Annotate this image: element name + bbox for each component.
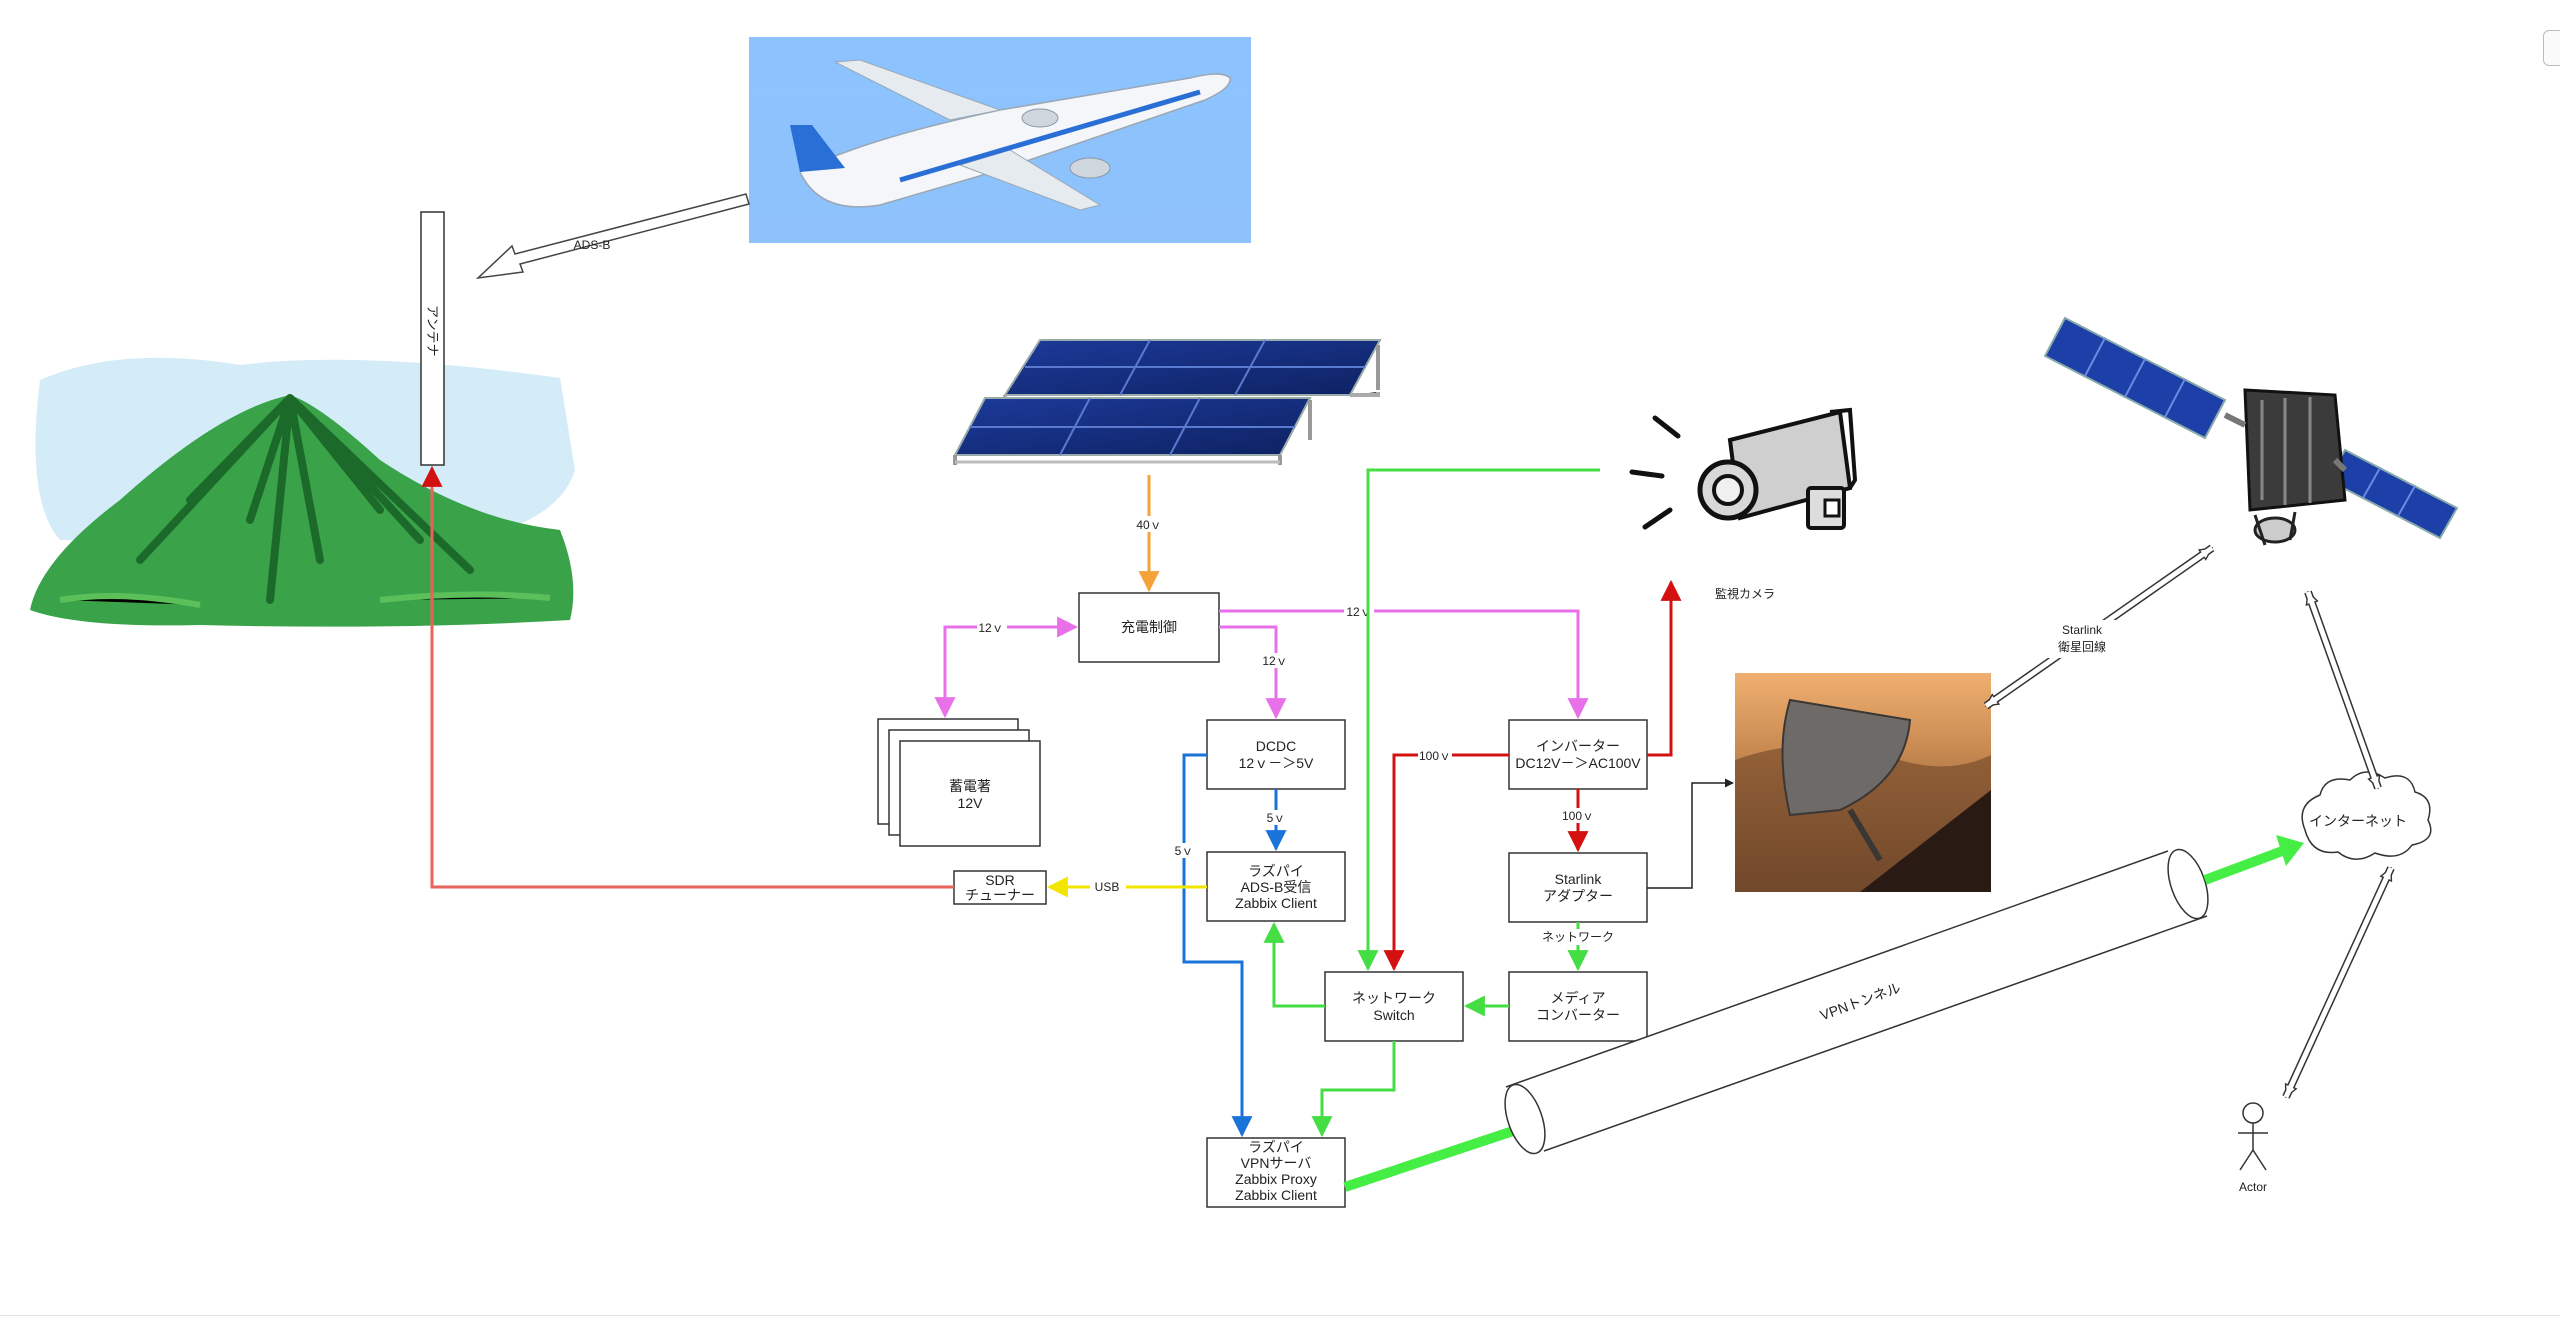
edge-inverter-starlink: 100ｖ [1561,789,1595,853]
link-starlink-satellite: Starlink 衛星回線 [1983,544,2215,710]
edge-network-label: ネットワーク [1542,930,1614,944]
edge-dcdc-pi-label: 5ｖ [1267,811,1286,825]
edge-inverter-starlink-label: 100ｖ [1562,809,1594,823]
corner-button[interactable] [2543,30,2560,66]
edge-charge-dcdc-label: 12ｖ [1262,654,1287,668]
dcdc-label-1: DCDC [1256,738,1296,754]
edge-charge-battery: 12ｖ [934,616,1079,719]
pi-adsb-box: ラズパイ ADS-B受信 Zabbix Client [1206,851,1346,922]
actor-label: Actor [2239,1180,2267,1194]
satellite-icon [2043,316,2459,546]
sdr-label-1: SDR [985,872,1015,888]
link-internet-actor [2282,866,2395,1099]
edge-charge-inverter-label: 12ｖ [1346,605,1371,619]
pi-adsb-label-3: Zabbix Client [1235,895,1317,911]
edge-solar-charge-label: 40ｖ [1136,518,1161,532]
media-converter-box: メディア コンバーター [1508,971,1648,1042]
network-switch-label-2: Switch [1373,1007,1414,1023]
media-converter-label-1: メディア [1550,990,1605,1006]
internet-label: インターネット [2309,813,2407,829]
edge-inverter-camera [1647,579,1682,757]
battery-stack: 蓄電著 12V [877,718,1041,847]
sdr-tuner-box: SDR チューナー [953,870,1047,905]
edge-sdr-antenna [421,465,954,889]
starlink-link-label-1: Starlink [2062,623,2103,637]
vpn-server-label-4: Zabbix Client [1235,1187,1317,1203]
dcdc-box: DCDC 12ｖ－＞5V [1206,719,1346,790]
airplane-icon [749,37,1251,243]
sdr-label-2: チューナー [965,887,1035,903]
network-switch-label-1: ネットワーク [1352,990,1436,1006]
edge-inverter-switch-label: 100ｖ [1419,749,1451,763]
camera-label: 監視カメラ [1715,586,1775,601]
edge-usb-label: USB [1095,880,1120,894]
vpn-server-label-3: Zabbix Proxy [1235,1171,1317,1187]
inverter-label-2: DC12V－＞AC100V [1515,755,1641,771]
starlink-adapter-box: Starlink アダプター [1508,852,1648,923]
dcdc-label-2: 12ｖ－＞5V [1239,755,1314,771]
charge-controller-box: 充電制御 [1078,592,1220,663]
edge-solar-charge: 40ｖ [1132,475,1166,593]
media-converter-label-2: コンバーター [1536,1007,1620,1023]
vpn-server-label-2: VPNサーバ [1241,1155,1312,1171]
mountain-icon [30,357,575,627]
camera-icon [1629,407,1858,530]
charge-controller-label: 充電制御 [1121,619,1177,635]
edge-camera-switch [1357,468,1600,972]
edge-switch-pi [1263,921,1325,1008]
vpn-tunnel: VPNトンネル [1343,835,2304,1192]
inverter-label-1: インバーター [1536,738,1620,754]
edge-switch-vpn [1311,1041,1396,1138]
edge-adapter-dish [1647,778,1734,889]
starlink-adapter-label-1: Starlink [1555,871,1603,887]
link-satellite-internet [2304,592,2382,788]
actor-icon [2238,1102,2268,1171]
battery-label-1: 蓄電著 [949,778,991,794]
vpn-server-label-1: ラズパイ [1248,1139,1304,1155]
antenna: アンテナ [420,211,445,466]
edge-charge-dcdc: 12ｖ [1219,625,1290,720]
pi-adsb-label-2: ADS-B受信 [1241,879,1312,895]
starlink-adapter-label-2: アダプター [1543,888,1613,904]
inverter-box: インバーター DC12V－＞AC100V [1508,719,1648,790]
battery-label-2: 12V [958,795,984,811]
vpn-server-box: ラズパイ VPNサーバ Zabbix Proxy Zabbix Client [1206,1137,1346,1208]
edge-charge-battery-label: 12ｖ [978,621,1003,635]
antenna-label: アンテナ [425,305,440,356]
edge-dcdc-vpn-label: 5ｖ [1175,844,1194,858]
starlink-link-label-2: 衛星回線 [2058,639,2106,654]
network-switch-box: ネットワーク Switch [1324,971,1464,1042]
canvas-bottom-border [0,1315,2560,1316]
internet-cloud: インターネット [2301,771,2432,860]
edge-starlink-media: ネットワーク [1534,922,1622,972]
pi-adsb-label-1: ラズパイ [1248,863,1304,879]
ads-b-label: ADS-B [574,238,611,252]
starlink-dish-icon [1735,673,1991,892]
edge-inverter-switch: 100ｖ [1383,748,1509,972]
ads-b-arrow: ADS-B [475,193,750,280]
edge-dcdc-vpn: 5ｖ [1170,753,1253,1138]
solar-panel-icon [953,339,1382,465]
edge-pi-sdr: USB [1046,876,1207,898]
edge-dcdc-pi: 5ｖ [1264,789,1288,852]
